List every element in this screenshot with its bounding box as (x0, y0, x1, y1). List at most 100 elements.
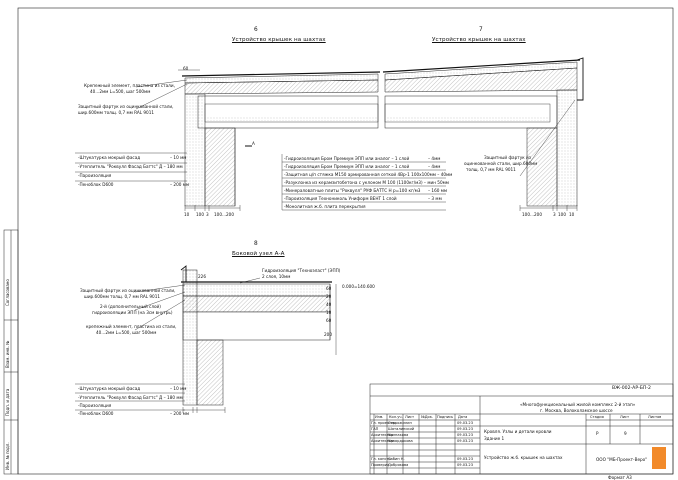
detail-8-title: Боковой узел А-А (232, 251, 285, 257)
head-doc: №Док. (421, 415, 434, 419)
person-6-role: Проверил (371, 463, 390, 467)
elevation-mark: 0.000=140.600 (342, 284, 375, 289)
roof-legend-lines (281, 154, 446, 211)
person-2-date: 09.03.23 (457, 427, 474, 431)
wall-layer-1-value: – 10 мм (170, 155, 187, 160)
sheet-format: Формат А3 (608, 475, 632, 480)
roof-layer-6: -Пароизоляция Технониколь Униформ ВЕНТ 1… (284, 196, 397, 201)
person-5-date: 09.03.23 (457, 457, 474, 461)
callout-right-line1: Защитный фартук из (484, 155, 531, 160)
detail-6 (75, 69, 381, 211)
person-4-role: Архитектор (371, 439, 394, 443)
dim-right-3: 3 (553, 212, 556, 217)
title-block-grid (369, 383, 674, 475)
node-a-wall-layer-1: -Штукатурка мокрый фасад (78, 386, 141, 391)
dim-left-3: 3 (206, 212, 209, 217)
object-name: Кровля. Узлы и детали кровли (484, 429, 552, 434)
roof-layer-6-value: – 3 мм (428, 196, 442, 201)
sheets-header: Листов (648, 415, 662, 419)
detail-6-number: 6 (254, 27, 258, 33)
dim-left-100: 100 (196, 212, 204, 217)
dim-v-40: 40 (326, 302, 332, 307)
project-name: «Многофункциональный жилой комплекс 2-й … (520, 402, 636, 407)
dim-v-20: 20 (326, 294, 332, 299)
wall-layer-1: -Штукатурка мокрый фасад (78, 155, 141, 160)
person-5-name: Сабин Н. (388, 457, 405, 461)
node-a-callout-1: Защитный фартук из оцинкованной стали, (80, 288, 176, 293)
head-date: Дата (458, 415, 468, 419)
detail-8-number: 8 (254, 241, 258, 247)
roof-layer-1: -Гидроизоляция Бром Премиум ЭПП или анал… (284, 156, 410, 161)
stamp-agreed: Согласовано (5, 279, 10, 306)
dim-226: 226 (198, 274, 206, 279)
wall-layer-4: -Пеноблок D600 (78, 182, 114, 187)
person-1-role: Гл. проектир. (371, 421, 397, 425)
callout-right-line2: оцинкованной стали, шир.600мм (464, 161, 538, 166)
doc-code: ВЖ-002-АР-БП-2 (612, 386, 651, 391)
detail-7-title: Устройство крышек на шахтах (432, 37, 526, 43)
dim-v-60b: 60 (326, 318, 332, 323)
company-name: ООО "МБ-Проект-Веро" (596, 457, 648, 462)
node-a-callout-5: крепежный элемент, пластина из стали, (86, 324, 177, 329)
person-1-name: Старожилин (388, 421, 412, 425)
dim-right-100-200: 100...200 (522, 212, 542, 217)
dim-60-top: 60 (183, 66, 189, 71)
wall-layer-2: -Утеплитель "Роквулл Фасад Баттс" Д – 18… (78, 164, 183, 169)
node-a-callout-6: 40...2мм L=500, шаг 500мм (96, 330, 157, 335)
sheet-value: 9 (624, 431, 627, 436)
dim-right-100: 100 (558, 212, 566, 217)
node-a-wall-layer-3: -Пароизоляция (78, 403, 112, 408)
wall-layer-4-value: – 200 мм (170, 182, 190, 187)
head-list: Лист (405, 415, 415, 419)
stage-value: Р (596, 431, 599, 436)
person-6-name: Добрякова (388, 463, 409, 467)
node-a-callout-3: 2-й (дополнительный слой) (100, 304, 161, 309)
person-3-role: Архитектор (371, 433, 394, 437)
sheet-title: Устройство ж.б. крышек на шахтах (484, 455, 563, 460)
head-kol: Кол.уч. (389, 415, 403, 419)
project-address: г. Москва, Волоколамское шоссе (540, 408, 613, 413)
callout-fastener-line1: Крепежный элемент, пластина из стали, (84, 83, 175, 88)
person-1-date: 09.03.23 (457, 421, 474, 425)
dim-v-10: 10 (326, 310, 332, 315)
node-a-wall-layer-4: -Пеноблок D600 (78, 411, 114, 416)
sheet-header: Лист (620, 415, 630, 419)
roof-layer-3: -Защитная ц/п стяжка М150 армированная с… (284, 172, 453, 177)
building-name: Здание 1 (484, 436, 505, 441)
node-a-wall-layer-4-value: – 200 мм (170, 411, 190, 416)
wall-layer-3: -Пароизоляция (78, 173, 112, 178)
gidro-label-1: Гидроизоляция "Техноэласт" (ЭПП) (262, 268, 341, 273)
detail-7 (382, 57, 584, 211)
person-6-date: 09.03.23 (457, 463, 474, 467)
company-logo (652, 447, 666, 469)
dim-left-100-200: 100...200 (214, 212, 234, 217)
dim-v-200: 200 (324, 332, 332, 337)
person-2-name: Шаталинский (388, 427, 415, 431)
stamp-inv-num: Инв. № подл. (5, 442, 10, 470)
stage-header: Стадия (590, 415, 604, 419)
node-a-callout-2: шир.600мм толщ. 0,7 мм RAL 9011 (84, 294, 161, 299)
detail-6-title: Устройство крышек на шахтах (232, 37, 326, 43)
roof-layer-1-value: – 4мм (428, 156, 441, 161)
person-5-role: Гл. констр. (371, 457, 392, 461)
detail-7-number: 7 (479, 27, 483, 33)
head-sign: Подпись (437, 415, 454, 419)
dim-right-10: 10 (569, 212, 575, 217)
person-2-role: ГАП (371, 427, 379, 431)
roof-layer-5-value: – 160 мм (428, 188, 448, 193)
person-3-date: 09.03.23 (457, 433, 474, 437)
head-izm: Изм. (375, 415, 384, 419)
person-4-name: Кавардакова (388, 439, 413, 443)
node-a-wall-layer-2: -Утеплитель "Роквулл Фасад Баттс" Д – 18… (78, 395, 183, 400)
callout-right-line3: толщ. 0,7 мм RAL 9011 (466, 167, 516, 172)
dim-v-60: 60 (326, 286, 332, 291)
gidro-label-2: 2 слоя, 10мм (262, 274, 291, 279)
callout-apron-line2: шир.600мм толщ. 0,7 мм RAL 9011 (78, 110, 155, 115)
dim-left-10: 10 (184, 212, 190, 217)
roof-layer-5: -Минераловатные плиты "Роквулл" РУФ БАТТ… (284, 188, 421, 193)
node-a-wall-layer-1-value: – 10 мм (170, 386, 187, 391)
stamp-replaces-inv: Взам. инв. № (5, 340, 10, 368)
roof-layer-4: -Разуклонка из керамзитобетона с уклоном… (284, 180, 449, 185)
